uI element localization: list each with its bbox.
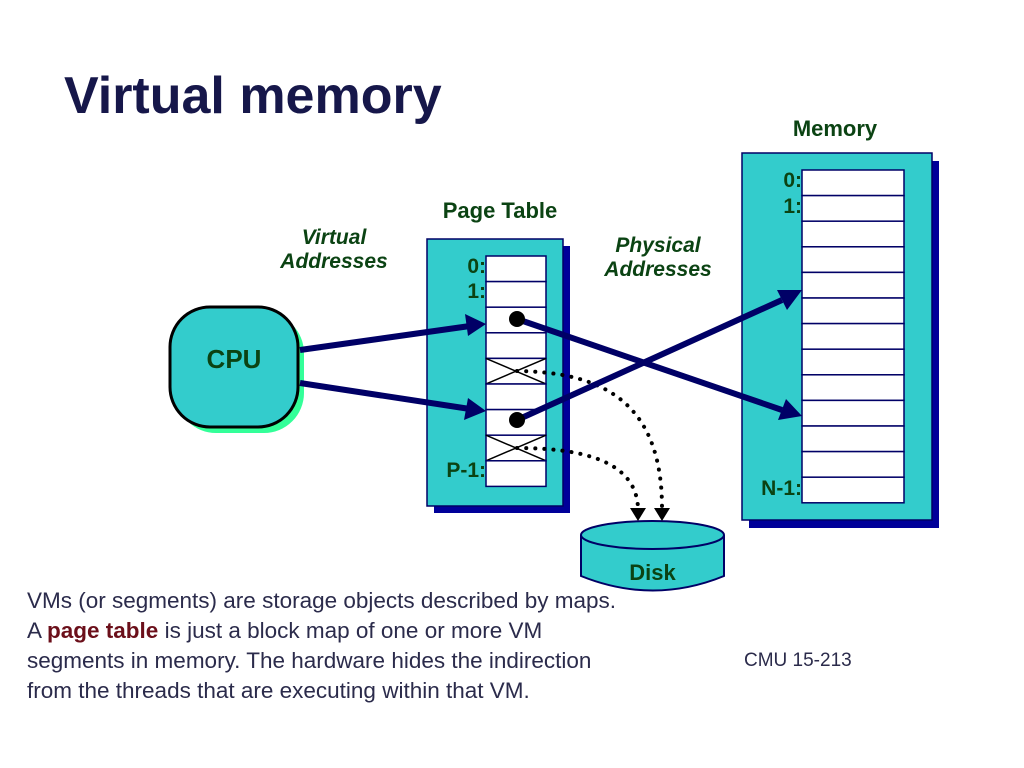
memory-title: Memory <box>792 116 878 141</box>
cpu-body <box>168 305 300 429</box>
footer-course: CMU 15-213 <box>744 650 852 671</box>
page-table-title: Page Table <box>442 198 558 223</box>
memory-page-frame <box>801 169 905 197</box>
mem-row-label-1: 1: <box>783 195 802 218</box>
memory-page-frame <box>801 271 905 299</box>
physical-label-line1: Physical <box>615 234 701 257</box>
page-table-entry <box>485 332 547 360</box>
cpu-label: CPU <box>206 344 262 374</box>
arrowhead-1 <box>630 508 646 521</box>
pt-to-mem-arrow-1 <box>516 316 783 413</box>
memory-page-frame <box>801 246 905 274</box>
arrowhead-2 <box>654 508 670 521</box>
cpu-box <box>168 305 304 433</box>
disk-links <box>515 369 670 521</box>
memory-page-frame <box>801 220 905 248</box>
pt-to-mem-arrow-2 <box>515 297 784 423</box>
slide-title: Virtual memory <box>64 67 442 125</box>
description-part2: is just a block map of one or more VM se… <box>27 618 592 703</box>
page-table-entry <box>485 255 547 283</box>
virtual-label-line2: Addresses <box>280 250 388 273</box>
cpu-to-pt-arrow-2 <box>299 380 471 412</box>
memory-page-frame <box>801 425 905 453</box>
description-highlight: page table <box>47 618 159 643</box>
dotted-link-1 <box>515 369 664 510</box>
memory-page-frame <box>801 194 905 222</box>
address-arrows <box>299 290 802 428</box>
page-table-entry <box>485 460 547 488</box>
pte-dot-2 <box>509 412 525 428</box>
disk-icon <box>580 520 725 592</box>
pte-dot-1 <box>509 311 525 327</box>
page-table <box>426 238 570 513</box>
virtual-addresses-label: Virtual Addresses <box>254 226 414 274</box>
pt-row-label-0: 0: <box>467 255 486 278</box>
pt-row-label-1: 1: <box>467 280 486 303</box>
memory-page-frame <box>801 374 905 402</box>
memory-page-frame <box>801 399 905 427</box>
description-text: VMs (or segments) are storage objects de… <box>27 586 627 706</box>
description-part1: VMs (or segments) are storage objects de… <box>27 588 616 643</box>
physical-label-line2: Addresses <box>604 258 712 281</box>
disk-label: Disk <box>629 560 676 585</box>
cpu-to-pt-arrow-1 <box>299 323 471 353</box>
mem-row-label-0: 0: <box>783 169 802 192</box>
memory-page-frame <box>801 297 905 325</box>
memory-page-frame <box>801 476 905 504</box>
memory-page-frame <box>801 450 905 478</box>
page-table-entry <box>485 280 547 308</box>
memory <box>741 152 939 528</box>
memory-page-frame <box>801 322 905 350</box>
physical-addresses-label: Physical Addresses <box>578 234 738 282</box>
virtual-label-line1: Virtual <box>301 226 367 249</box>
page-table-entry <box>485 383 547 411</box>
memory-page-frame <box>801 348 905 376</box>
pt-row-label-last: P-1: <box>446 459 486 482</box>
mem-row-label-last: N-1: <box>761 477 802 500</box>
